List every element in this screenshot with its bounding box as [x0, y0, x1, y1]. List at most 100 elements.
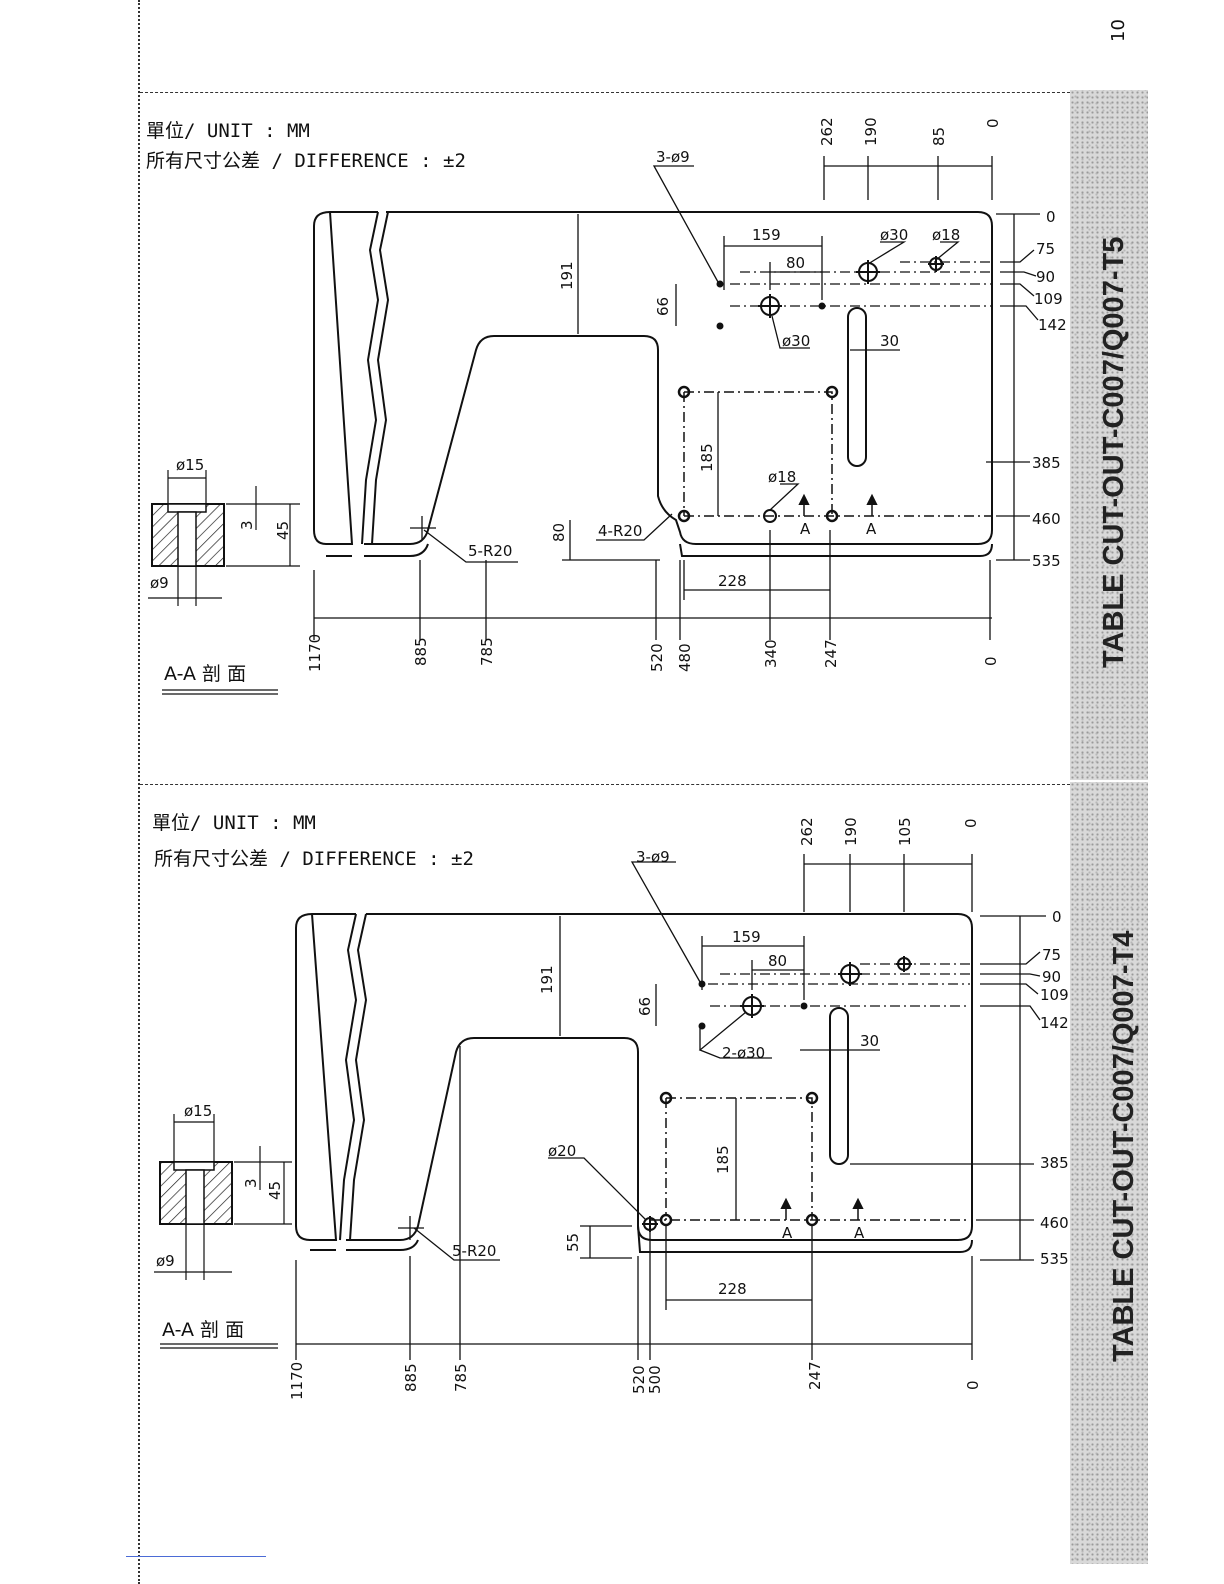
bottom-underline	[126, 1556, 266, 1557]
top-dim: 190	[842, 817, 860, 846]
bottom-dims-top: 1170 885 785 520 480 340 247 0	[306, 634, 1000, 672]
right-dim: 460	[1032, 510, 1061, 528]
label-d159: 159	[752, 226, 781, 244]
label-d45-b: 45	[266, 1181, 284, 1200]
label-d45: 45	[274, 521, 292, 540]
label-d80v: 80	[550, 523, 568, 542]
label-section-a1: A	[800, 520, 811, 538]
label-hole-d18-bottom: ø18	[768, 468, 796, 486]
right-dim: 142	[1038, 316, 1067, 334]
label-section-a1-b: A	[782, 1224, 793, 1242]
right-dim: 0	[1046, 208, 1056, 226]
bottom-dim: 520	[648, 643, 666, 672]
top-dim: 0	[984, 118, 1002, 128]
top-sheet-labels: 3-ø9 ø30 ø18 159 80 ø30 30 ø18 4-R20 5-R…	[150, 117, 1067, 685]
bottom-dim: 520	[630, 1365, 648, 1394]
label-d185: 185	[698, 443, 716, 472]
side-band-top	[1070, 90, 1148, 780]
top-dims-bottom: 262 190 105 0	[798, 817, 980, 846]
label-d66: 66	[654, 297, 672, 316]
hole-rect-b3	[659, 1213, 673, 1227]
unit-header-bottom: 單位/ UNIT : MM	[152, 812, 316, 834]
bolt-rectangle-bottom	[665, 1097, 813, 1220]
right-dims-top: 0 75 90 109 142 385 460 535	[1032, 208, 1067, 570]
label-d15: ø15	[176, 456, 204, 474]
bottom-dims-bottom: 1170 885 785 520 500 247 0	[288, 1361, 982, 1400]
right-dim: 460	[1040, 1214, 1069, 1232]
bottom-dim: 500	[646, 1365, 664, 1394]
right-dim: 535	[1032, 552, 1061, 570]
right-dim: 385	[1040, 1154, 1069, 1172]
label-holes-small-b: 3-ø9	[636, 848, 670, 866]
middle-border-line	[140, 784, 1070, 785]
label-hole-d18-top: ø18	[932, 226, 960, 244]
top-dim: 0	[962, 818, 980, 828]
bottom-sheet-labels: 3-ø9 2-ø30 ø20 159 80 30 5-R20 228 A A ø…	[156, 817, 1069, 1400]
bottom-dim: 1170	[288, 1362, 306, 1400]
top-dims-top: 262 190 85 0	[818, 117, 1002, 146]
bottom-dim: 480	[676, 643, 694, 672]
right-dim: 385	[1032, 454, 1061, 472]
right-dim: 109	[1040, 986, 1069, 1004]
top-sheet-drawing	[148, 156, 1040, 695]
bottom-dim: 247	[822, 639, 840, 668]
label-section-a2-b: A	[854, 1224, 865, 1242]
label-hole-d30-b: ø30	[782, 332, 810, 350]
label-r-inner: 4-R20	[598, 522, 642, 540]
hole-rect-4	[825, 509, 839, 523]
hole-rect-3	[677, 509, 691, 523]
label-hole-d20: ø20	[548, 1142, 576, 1160]
bottom-dim: 885	[402, 1363, 420, 1392]
break-line-top-2	[371, 211, 390, 545]
label-d185-b: 185	[714, 1145, 732, 1174]
top-dim: 262	[818, 117, 836, 146]
label-d3-b: 3	[242, 1178, 260, 1188]
break-line-bottom	[339, 913, 358, 1241]
break-line-top	[361, 211, 380, 545]
right-dim: 109	[1034, 290, 1063, 308]
bottom-dim: 0	[982, 656, 1000, 666]
label-holes-d30-b: 2-ø30	[722, 1044, 765, 1062]
label-d66-b: 66	[636, 997, 654, 1016]
top-dim: 105	[896, 817, 914, 846]
label-d9-b: ø9	[156, 1252, 175, 1270]
hole-rect-1	[677, 385, 691, 399]
tolerance-header-bottom: 所有尺寸公差 / DIFFERENCE : ±2	[154, 848, 474, 870]
label-section-a2: A	[866, 520, 877, 538]
label-hole-d30-a: ø30	[880, 226, 908, 244]
label-d228: 228	[718, 572, 747, 590]
label-d55: 55	[564, 1233, 582, 1252]
label-d159-b: 159	[732, 928, 761, 946]
label-d191-b: 191	[538, 965, 556, 994]
right-dim: 90	[1036, 268, 1055, 286]
hole-rect-b1	[659, 1091, 673, 1105]
right-dim: 142	[1040, 1014, 1069, 1032]
hole-rect-b2	[805, 1091, 819, 1105]
label-d191: 191	[558, 261, 576, 290]
label-holes-small: 3-ø9	[656, 148, 690, 166]
top-border-line	[140, 92, 1070, 93]
table-outline-top	[313, 210, 993, 545]
right-dim: 75	[1042, 946, 1061, 964]
unit-header-top: 單位/ UNIT : MM	[146, 120, 310, 142]
bottom-sheet-drawing	[154, 854, 1046, 1360]
section-label-top: A-A 剖 面	[164, 663, 246, 685]
right-dim: 535	[1040, 1250, 1069, 1268]
right-dim: 0	[1052, 908, 1062, 926]
label-d15-b: ø15	[184, 1102, 212, 1120]
label-r-outer: 5-R20	[468, 542, 512, 560]
label-r-outer-b: 5-R20	[452, 1242, 496, 1260]
bottom-dim: 0	[964, 1380, 982, 1390]
tolerance-header-top: 所有尺寸公差 / DIFFERENCE : ±2	[146, 150, 466, 172]
bolt-rectangle-top	[683, 391, 833, 516]
slot-top	[847, 307, 867, 467]
label-d80: 80	[786, 254, 805, 272]
right-dim: 90	[1042, 968, 1061, 986]
slot-bottom	[829, 1007, 849, 1165]
bottom-dim: 340	[762, 639, 780, 668]
section-label-bottom: A-A 剖 面	[162, 1319, 244, 1341]
hole-rect-b4	[805, 1213, 819, 1227]
right-dims-bottom: 0 75 90 109 142 385 460 535	[1040, 908, 1069, 1268]
top-dim: 190	[862, 117, 880, 146]
